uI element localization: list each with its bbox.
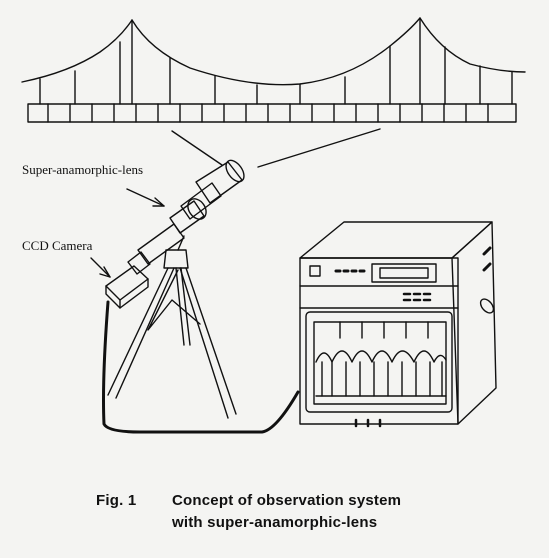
ccd-camera-icon	[105, 265, 149, 309]
label-arrows	[90, 188, 165, 278]
caption-line-2: with super-anamorphic-lens	[172, 514, 378, 531]
tripod-icon	[107, 235, 237, 419]
caption-line-1: Concept of observation system	[172, 492, 402, 509]
monitor-recorder-icon	[299, 221, 497, 428]
camera-lens-icon	[127, 159, 245, 275]
figure-number: Fig. 1	[96, 492, 137, 509]
camera-label: CCD Camera	[22, 238, 93, 253]
cable-icon	[102, 300, 300, 434]
suspension-bridge-icon	[21, 17, 526, 168]
lens-label: Super-anamorphic-lens	[22, 162, 144, 177]
